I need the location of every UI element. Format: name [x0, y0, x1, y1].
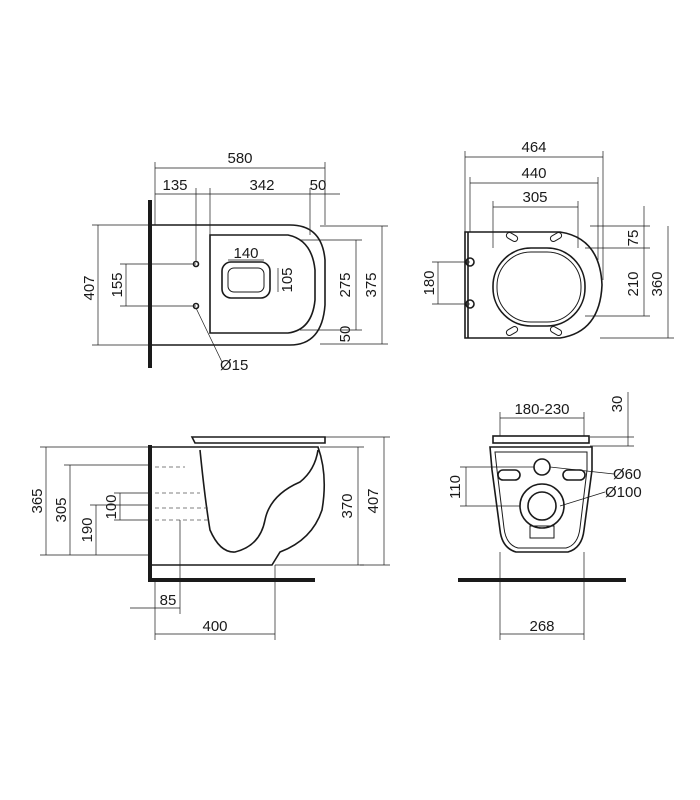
dim-100-side: 100 [103, 494, 120, 519]
dim-305-plan: 305 [522, 189, 547, 206]
top-view: 580 135 342 50 407 155 140 105 275 375 [81, 150, 388, 374]
dim-85: 85 [160, 592, 177, 609]
dim-180-230: 180-230 [514, 401, 569, 418]
rear-body [489, 446, 593, 553]
seat-outline [209, 234, 316, 334]
inner-opening-inner [227, 267, 265, 293]
dim-407-side: 407 [365, 488, 382, 513]
dim-360: 360 [649, 271, 666, 296]
dim-375: 375 [363, 272, 380, 297]
dim-190: 190 [79, 517, 96, 542]
slot-left [497, 469, 521, 481]
slot-right [562, 469, 586, 481]
dim-268: 268 [529, 618, 554, 635]
side-bowl-inner [199, 449, 319, 553]
outlet-outer [519, 483, 565, 529]
dim-75: 75 [625, 230, 642, 247]
dim-440: 440 [521, 165, 546, 182]
side-seat [190, 436, 326, 444]
dim-180: 180 [421, 270, 438, 295]
inner-opening [221, 261, 271, 299]
seat-plan-opening [492, 247, 586, 327]
bowl-outline [150, 224, 326, 346]
dim-400: 400 [202, 618, 227, 635]
dim-365: 365 [29, 488, 46, 513]
dim-50-top: 50 [310, 177, 327, 194]
rear-view: 180-230 30 Ø60 Ø100 110 268 [447, 392, 642, 640]
outlet-inner [527, 491, 557, 521]
dim-407-top: 407 [81, 275, 98, 300]
dim-464: 464 [521, 139, 546, 156]
dim-50-bottom: 50 [337, 326, 354, 343]
side-view: 365 305 190 100 370 407 85 400 [29, 436, 390, 640]
dim-155: 155 [109, 272, 126, 297]
dim-d15: Ø15 [220, 357, 248, 374]
dim-275: 275 [337, 272, 354, 297]
dim-d100: Ø100 [605, 484, 642, 501]
seat-top-view: 464 440 305 180 75 210 360 [421, 139, 674, 339]
dim-30: 30 [609, 396, 626, 413]
dim-210: 210 [625, 271, 642, 296]
dim-135: 135 [162, 177, 187, 194]
dim-370: 370 [339, 493, 356, 518]
inlet-circle [533, 458, 551, 476]
dim-110: 110 [447, 475, 464, 499]
dim-d60: Ø60 [613, 466, 641, 483]
dim-580: 580 [227, 150, 252, 167]
dim-305-side: 305 [53, 497, 70, 522]
dim-105: 105 [279, 267, 296, 292]
rear-seat [492, 435, 590, 444]
dim-342: 342 [249, 177, 274, 194]
seat-plan-outline [464, 231, 603, 339]
side-body [150, 446, 326, 566]
dim-140: 140 [233, 245, 258, 262]
